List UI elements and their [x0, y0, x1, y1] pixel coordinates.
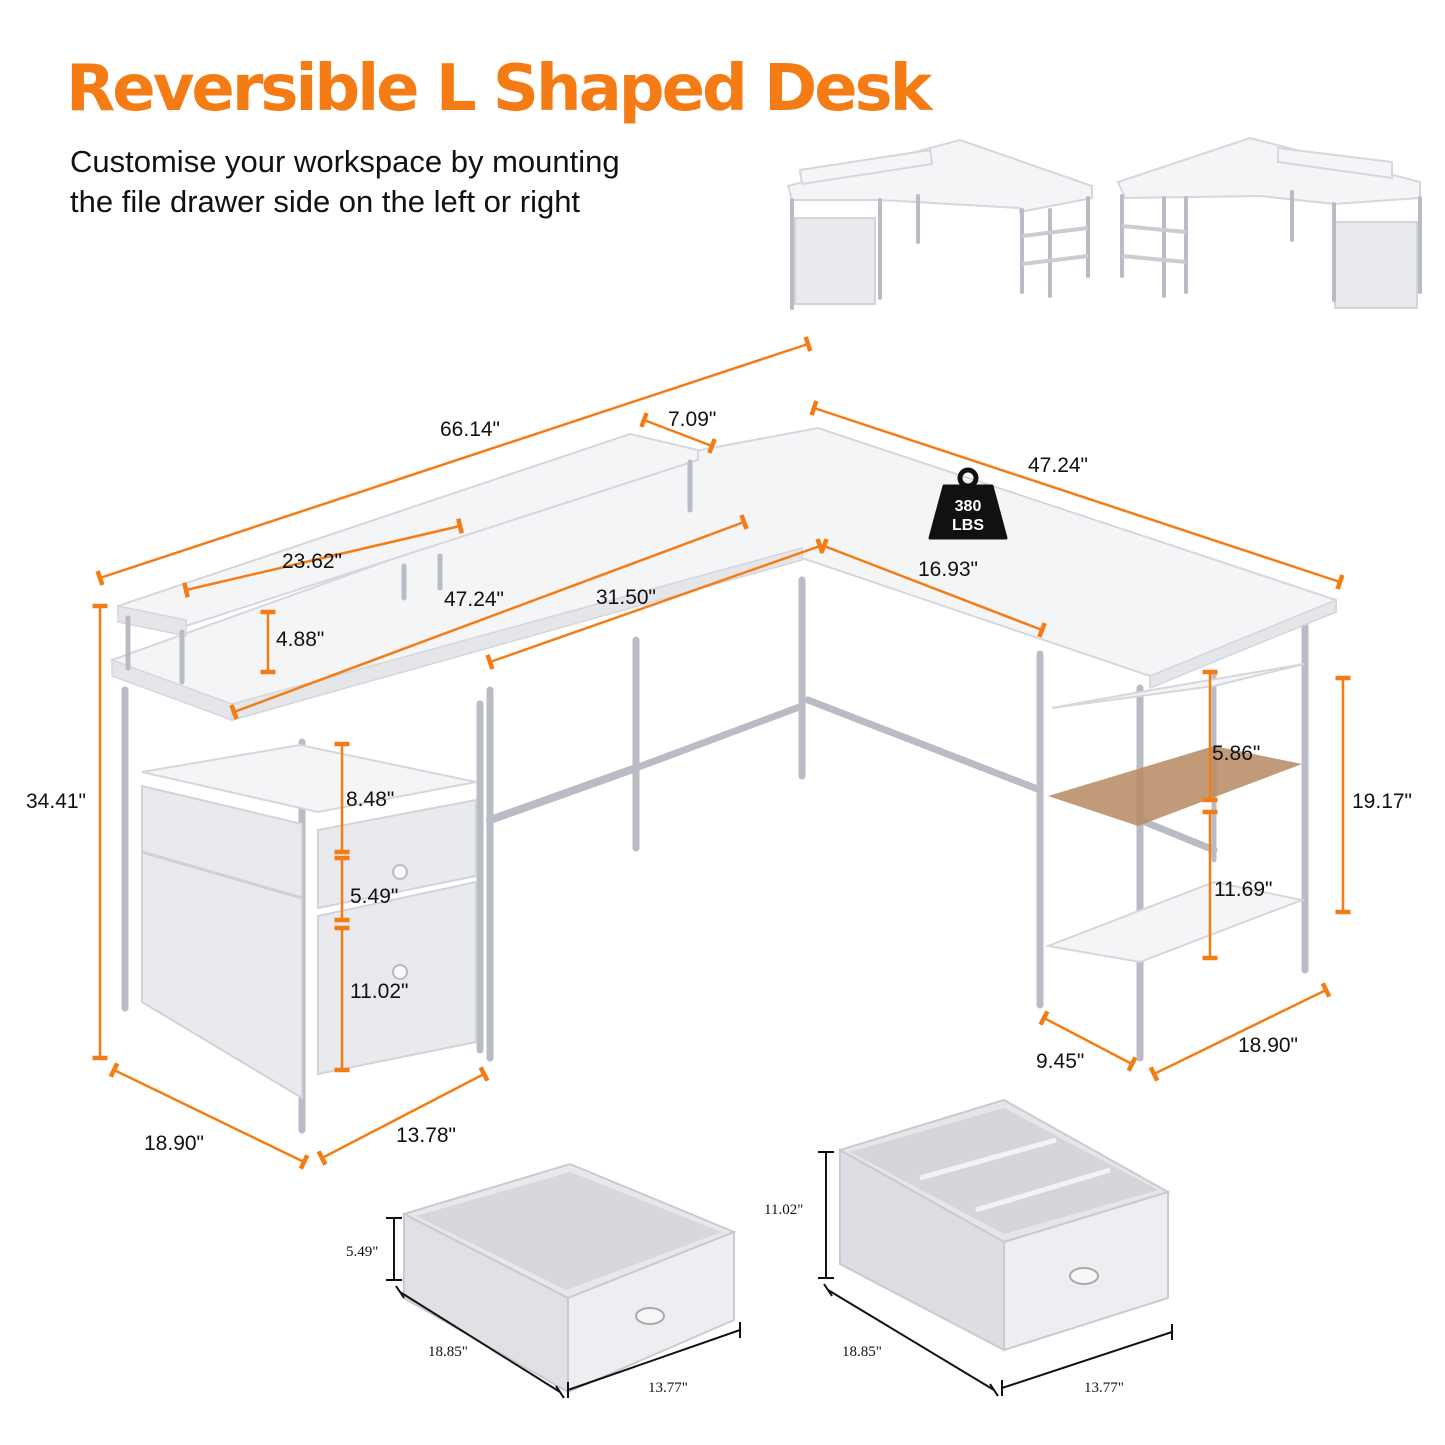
label-small-drawer-height: 5.49"	[350, 885, 398, 908]
weight-value: 380	[955, 498, 982, 515]
file-drawer-height-label: 11.02"	[764, 1202, 803, 1218]
subtitle-line-1: Customise your workspace by mounting	[70, 144, 620, 179]
label-inner-length: 31.50"	[596, 586, 656, 609]
l-shaped-desk	[110, 426, 1337, 1134]
page-title: Reversible L Shaped Desk	[66, 52, 932, 126]
file-drawer-illustration: 11.02" 18.85" 13.77"	[764, 1098, 1173, 1397]
small-drawer-illustration: 5.49" 18.85" 13.77"	[346, 1162, 741, 1399]
dimension-lines	[92, 336, 1351, 1170]
small-drawer-width-label: 13.77"	[648, 1380, 688, 1396]
label-return-inner-depth: 16.93"	[918, 558, 978, 581]
label-riser-depth: 7.09"	[668, 408, 716, 431]
subtitle-line-2: the file drawer side on the left or righ…	[70, 184, 581, 219]
dimension-labels: 66.14" 7.09" 47.24" 23.62" 47.24" 31.50"…	[26, 408, 1412, 1155]
label-overall-height: 34.41"	[26, 790, 86, 813]
label-cabinet-width: 13.78"	[396, 1124, 456, 1147]
file-drawer-width-label: 13.77"	[1084, 1380, 1124, 1396]
label-return-length: 47.24"	[1028, 454, 1088, 477]
label-riser-length: 23.62"	[282, 550, 342, 573]
thumbnail-left-configuration	[786, 138, 1093, 310]
label-shelf-gap-bottom: 11.69"	[1214, 878, 1272, 901]
label-cabinet-depth: 18.90"	[144, 1132, 204, 1155]
label-riser-height: 4.88"	[276, 628, 324, 651]
label-shelf-unit-height: 19.17"	[1352, 790, 1412, 813]
label-shelf-width: 9.45"	[1036, 1050, 1084, 1073]
weight-unit: LBS	[952, 517, 984, 534]
label-return-depth: 18.90"	[1238, 1034, 1298, 1057]
label-shelf-gap-top: 5.86"	[1212, 742, 1260, 765]
label-file-drawer-height: 11.02"	[350, 980, 408, 1003]
small-drawer-height-label: 5.49"	[346, 1244, 378, 1260]
small-drawer-depth-label: 18.85"	[428, 1344, 468, 1360]
label-main-top: 47.24"	[444, 588, 504, 611]
label-overall-width: 66.14"	[440, 418, 500, 441]
thumbnail-right-configuration	[1116, 136, 1422, 309]
label-open-shelf-height: 8.48"	[346, 788, 394, 811]
file-drawer-depth-label: 18.85"	[842, 1344, 882, 1360]
